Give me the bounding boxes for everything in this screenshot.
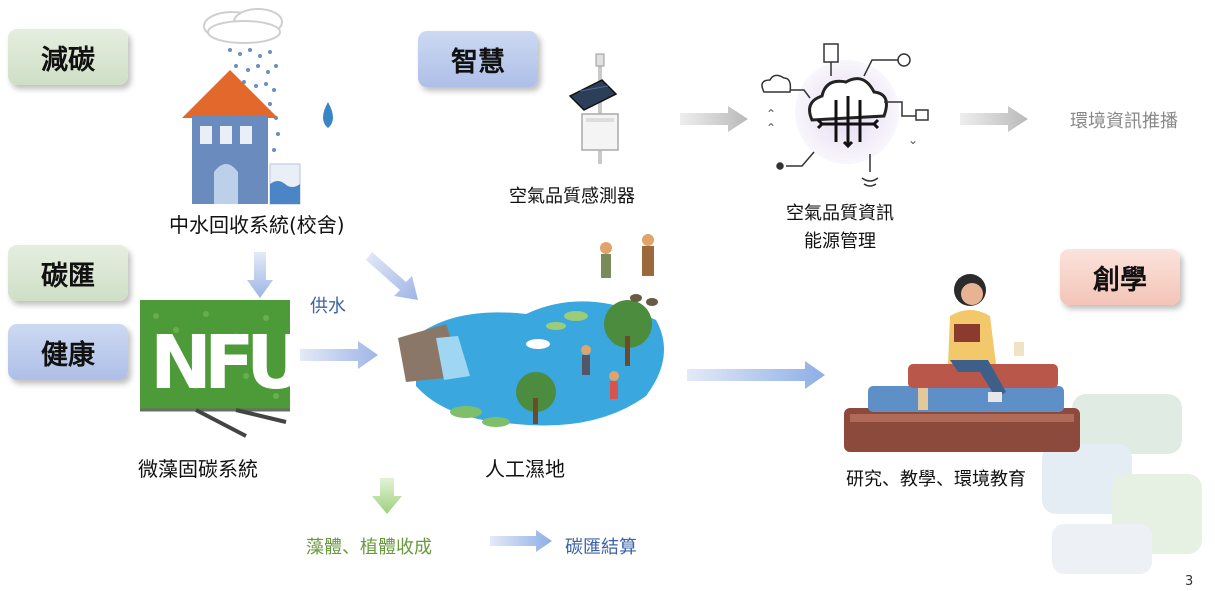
page-number: 3 — [1185, 574, 1194, 589]
svg-text:⌃: ⌃ — [766, 107, 776, 121]
research-label: 研究、教學、環境教育 — [846, 469, 1026, 490]
harvest-label: 藻體、植體收成 — [306, 537, 432, 558]
arrow-harvest-to-settlement — [490, 530, 552, 552]
wetland-label: 人工濕地 — [485, 457, 565, 481]
faded-logo-watermark — [1042, 394, 1202, 574]
person-reading-books-icon — [844, 274, 1080, 452]
arrow-down-wetland-to-harvest — [372, 478, 402, 514]
house-rain-icon — [182, 8, 333, 205]
microalgae-label: 微藻固碳系統 — [138, 457, 258, 481]
wetland-scene-icon — [398, 234, 664, 427]
svg-text:F: F — [204, 320, 255, 406]
arrow-wall-to-wetland — [300, 341, 378, 369]
carbon-settlement-label: 碳匯結算 — [565, 537, 637, 558]
air-info-label-line2: 能源管理 — [804, 231, 876, 252]
tag-innovation: 創學 — [1060, 249, 1180, 305]
arrow-diag-greywater-to-wetland — [366, 252, 418, 300]
svg-text:⌃: ⌃ — [766, 121, 776, 135]
arrow-sensor-to-cloud — [680, 106, 748, 132]
nfu-algae-wall-icon: N F U — [140, 300, 306, 438]
tag-carbon-sink: 碳匯 — [8, 245, 128, 301]
arrow-wetland-to-research — [687, 361, 825, 389]
tag-health: 健康 — [8, 324, 128, 380]
arrow-down-greywater-to-wall — [247, 252, 273, 298]
env-broadcast-label: 環境資訊推播 — [1070, 111, 1178, 132]
svg-text:U: U — [246, 320, 306, 406]
water-supply-label: 供水 — [310, 296, 346, 317]
svg-text:N: N — [150, 320, 212, 406]
cloud-network-icon: ⌃ ⌃ ⌄ — [761, 43, 929, 187]
air-sensor-label: 空氣品質感測器 — [509, 186, 635, 207]
solar-sensor-icon — [568, 53, 619, 164]
air-info-label-line1: 空氣品質資訊 — [786, 203, 894, 224]
greywater-label: 中水回收系統(校舍) — [169, 213, 345, 237]
svg-text:⌄: ⌄ — [908, 133, 918, 147]
tag-smart: 智慧 — [418, 31, 538, 87]
arrow-cloud-to-broadcast — [960, 106, 1028, 132]
tag-carbon-reduction: 減碳 — [8, 29, 128, 85]
